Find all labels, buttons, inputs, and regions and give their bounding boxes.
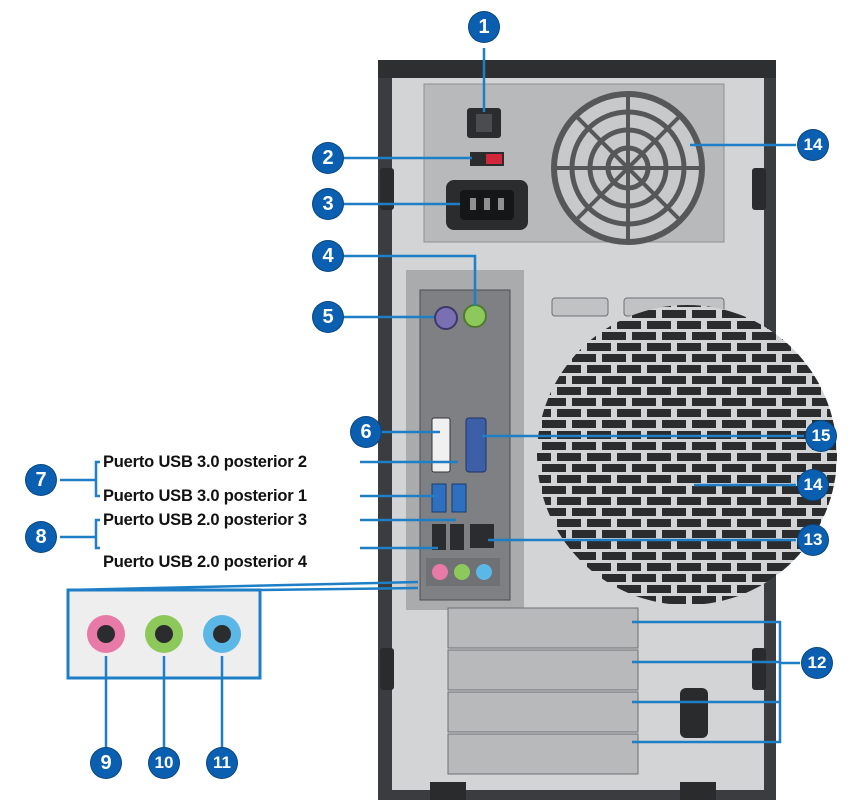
audio-jack-zoom — [66, 580, 419, 680]
expansion-slot-icon — [447, 607, 639, 775]
usb2-port-icon[interactable] — [432, 524, 446, 550]
label-usb3-port-1: Puerto USB 3.0 posterior 1 — [103, 487, 307, 505]
expansion-slots — [447, 607, 708, 775]
fan-vent-icon — [551, 91, 705, 245]
callout-2: 2 — [313, 143, 343, 173]
callout-13: 13 — [798, 525, 828, 555]
ps2-keyboard-port-icon[interactable] — [434, 306, 458, 330]
callout-14-psu-fan: 14 — [798, 130, 828, 160]
label-usb3-port-2: Puerto USB 3.0 posterior 2 — [103, 453, 307, 471]
lan-port-icon[interactable] — [470, 524, 494, 548]
callout-10: 10 — [149, 748, 179, 778]
power-socket-icon[interactable] — [446, 180, 528, 230]
ps2-mouse-port-icon[interactable] — [463, 304, 487, 328]
leader-lines — [60, 48, 804, 748]
voltage-selector-icon[interactable] — [470, 152, 504, 166]
vga-port-icon[interactable] — [465, 417, 487, 473]
callout-5: 5 — [313, 302, 343, 332]
label-usb2-port-4: Puerto USB 2.0 posterior 4 — [103, 553, 307, 571]
audio-jack-icon[interactable] — [87, 615, 125, 653]
callout-11: 11 — [207, 748, 237, 778]
dvi-port-icon[interactable] — [431, 417, 451, 473]
io-shield — [406, 270, 524, 610]
callout-1: 1 — [469, 12, 499, 42]
power-supply — [423, 83, 725, 245]
callout-3: 3 — [313, 189, 343, 219]
callout-4: 4 — [313, 241, 343, 271]
case-fan-vent — [537, 305, 837, 605]
audio-jack-icon[interactable] — [145, 615, 183, 653]
callout-8: 8 — [26, 522, 56, 552]
callout-12: 12 — [802, 648, 832, 678]
audio-jack-icon[interactable] — [203, 615, 241, 653]
callout-14-case-fan: 14 — [798, 470, 828, 500]
usb3-port-icon[interactable] — [431, 483, 447, 513]
callout-6: 6 — [351, 417, 381, 447]
label-usb2-port-3: Puerto USB 2.0 posterior 3 — [103, 511, 307, 529]
callout-7: 7 — [26, 465, 56, 495]
callout-15: 15 — [806, 421, 836, 451]
callout-9: 9 — [91, 748, 121, 778]
